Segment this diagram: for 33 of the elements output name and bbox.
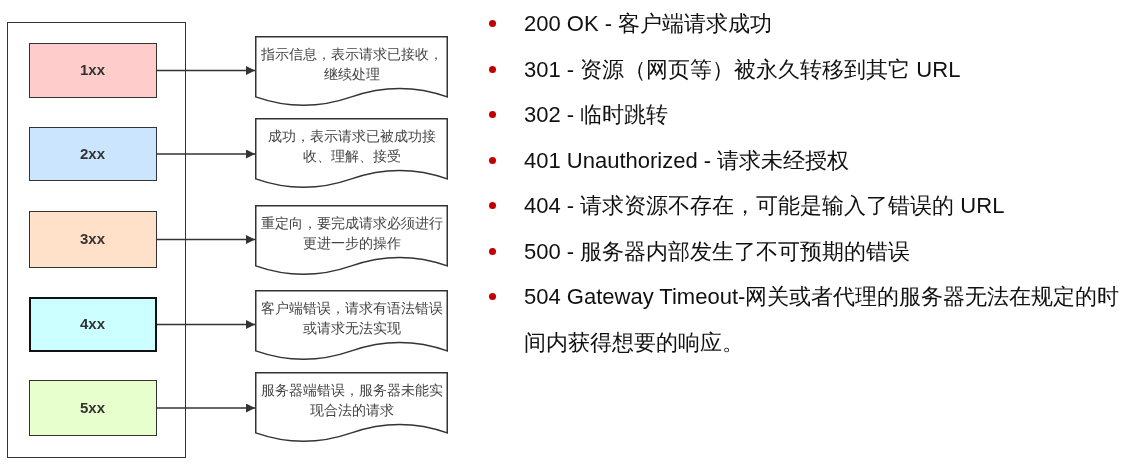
status-code-box	[28, 379, 157, 436]
status-code-box	[28, 210, 157, 268]
status-code-description: 200 OK - 客户端请求成功	[524, 10, 773, 38]
document-shape	[255, 290, 448, 360]
status-code-label: 2xx	[80, 144, 105, 163]
status-code-description: 302 - 临时跳转	[524, 101, 669, 129]
document-shape	[255, 36, 448, 106]
status-code-description: 401 Unauthorized - 请求未经授权	[524, 146, 850, 175]
arrow	[156, 235, 256, 244]
document-shape	[255, 118, 448, 188]
arrow	[156, 320, 256, 329]
description-text: 重定向，要完成请求必须进行更进一步的操作	[259, 215, 444, 253]
group-frame	[7, 22, 186, 458]
status-code-label: 4xx	[80, 315, 105, 333]
status-code-description: 301 - 资源（网页等）被永久转移到其它 URL	[524, 55, 961, 84]
arrow	[156, 403, 256, 413]
status-code-box	[28, 126, 157, 181]
document-shape	[255, 372, 448, 442]
arrow	[156, 66, 256, 75]
status-code-label: 3xx	[80, 230, 105, 248]
document-shape	[255, 205, 448, 275]
description-text: 指示信息，表示请求已接收，继续处理	[259, 46, 444, 84]
status-code-description: 404 - 请求资源不存在，可能是输入了错误的 URL	[524, 192, 1005, 220]
description-text: 客户端错误，请求有语法错误或请求无法实现	[259, 300, 444, 338]
status-code-label: 1xx	[80, 61, 105, 79]
arrow	[156, 149, 256, 159]
status-code-description: 500 - 服务器内部发生了不可预期的错误	[524, 237, 911, 266]
status-code-label: 5xx	[80, 398, 105, 417]
description-text: 成功，表示请求已被成功接收、理解、接受	[266, 128, 437, 166]
description-text: 服务器端错误，服务器未能实现合法的请求	[259, 382, 444, 420]
status-code-box	[28, 42, 157, 98]
status-code-box	[28, 296, 157, 352]
status-code-description: 504 Gateway Timeout-网关或者代理的服务器无法在规定的时间内获得想要的响应。	[524, 283, 1121, 357]
